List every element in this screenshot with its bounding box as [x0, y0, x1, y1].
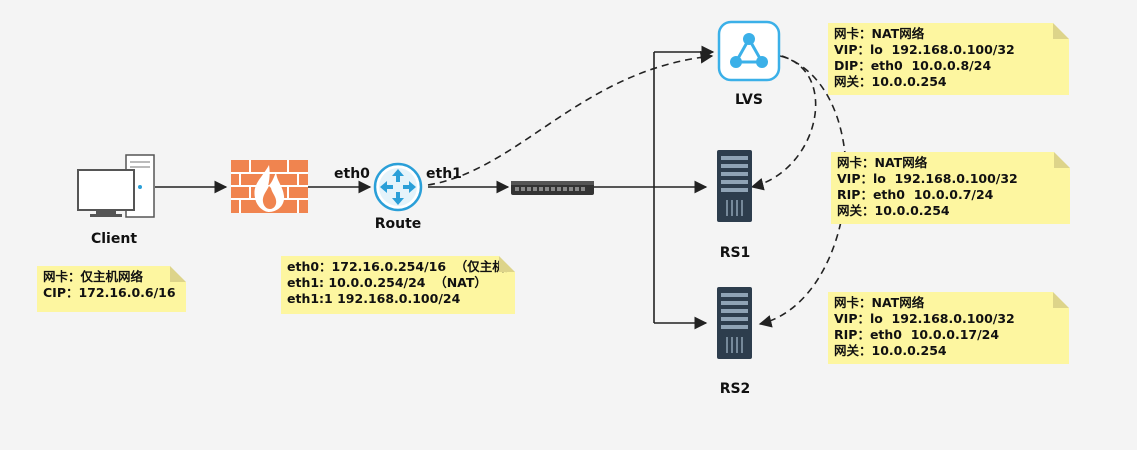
rs1-note-line: 网卡：NAT网络 — [837, 155, 928, 170]
client-note-line: 网卡：仅主机网络 — [43, 269, 144, 284]
rs1-server-icon — [717, 150, 752, 222]
rs2-label: RS2 — [720, 381, 751, 397]
lvs-note-line: DIP：eth0 10.0.0.8/24 — [834, 58, 992, 73]
rs2-server-icon — [717, 287, 752, 359]
solid-links — [155, 45, 715, 330]
lvs-note-line: 网卡：NAT网络 — [834, 26, 925, 41]
switch-icon — [511, 181, 594, 195]
client-note: 网卡：仅主机网络 CIP：172.16.0.6/16 — [37, 266, 186, 312]
rs2-note-line: 网关：10.0.0.254 — [834, 343, 947, 358]
rs2-note-line: RIP：eth0 10.0.0.17/24 — [834, 327, 1000, 342]
route-label: Route — [375, 216, 422, 232]
rs1-label: RS1 — [720, 245, 751, 261]
rs1-note-line: 网关：10.0.0.254 — [837, 203, 950, 218]
lvs-note: 网卡：NAT网络 VIP：lo 192.168.0.100/32 DIP：eth… — [828, 23, 1069, 95]
route-eth1-label: eth1 — [426, 166, 462, 182]
lvs-note-line: 网关：10.0.0.254 — [834, 74, 947, 89]
rs1-note-line: VIP：lo 192.168.0.100/32 — [837, 171, 1018, 186]
rs2-note-line: 网卡：NAT网络 — [834, 295, 925, 310]
client-pc-icon — [77, 154, 155, 218]
route-note-line: eth1: 10.0.0.254/24 （NAT） — [287, 275, 487, 290]
flow-route-lvs — [427, 50, 714, 186]
client-label: Client — [91, 231, 137, 247]
router-icon — [373, 162, 423, 212]
route-note: eth0：172.16.0.254/16 （仅主机） eth1: 10.0.0.… — [281, 256, 518, 314]
rs2-note: 网卡：NAT网络 VIP：lo 192.168.0.100/32 RIP：eth… — [828, 292, 1069, 364]
route-note-line: eth0：172.16.0.254/16 （仅主机） — [287, 259, 518, 274]
note-fold-icon — [170, 266, 186, 282]
note-fold-icon — [1053, 23, 1069, 39]
lvs-label: LVS — [735, 92, 763, 108]
lvs-note-line: VIP：lo 192.168.0.100/32 — [834, 42, 1015, 57]
note-fold-icon — [1054, 152, 1070, 168]
client-note-line: CIP：172.16.0.6/16 — [43, 285, 176, 300]
route-note-line: eth1:1 192.168.0.100/24 — [287, 291, 461, 306]
note-fold-icon — [499, 256, 515, 272]
lvs-icon — [717, 20, 781, 82]
note-fold-icon — [1053, 292, 1069, 308]
rs2-note-line: VIP：lo 192.168.0.100/32 — [834, 311, 1015, 326]
rs1-note-line: RIP：eth0 10.0.0.7/24 — [837, 187, 994, 202]
route-eth0-label: eth0 — [334, 166, 370, 182]
firewall-icon — [231, 160, 308, 213]
rs1-note: 网卡：NAT网络 VIP：lo 192.168.0.100/32 RIP：eth… — [831, 152, 1070, 224]
